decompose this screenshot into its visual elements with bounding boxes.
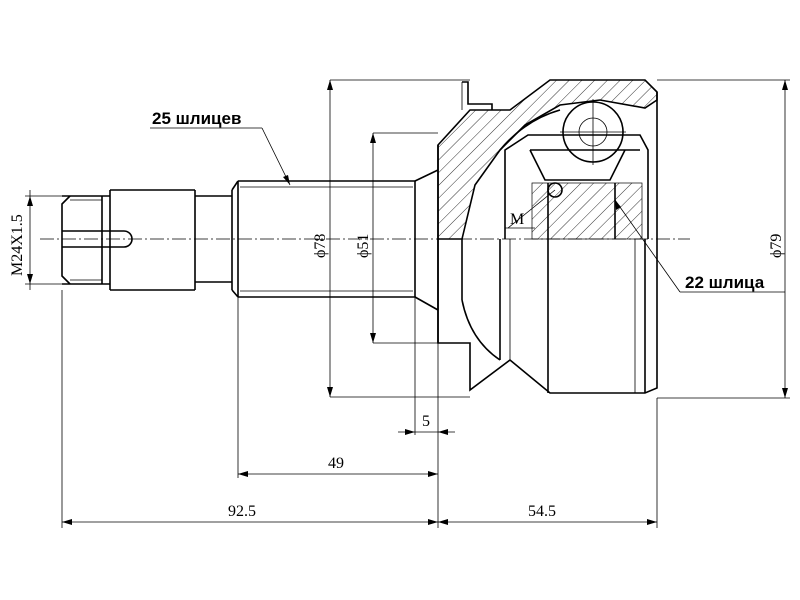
shaft-stub: [61, 169, 439, 311]
dim-dia-79: ϕ79: [768, 234, 785, 258]
label-25-splines: 25 шлицев: [152, 109, 241, 128]
label-m: M: [510, 211, 524, 228]
leader-25: [261, 127, 291, 186]
arrowheads: [27, 80, 788, 525]
dim-dia-78: ϕ78: [312, 234, 329, 258]
outer-housing: [437, 79, 658, 394]
housing-section-hatch: [437, 79, 658, 240]
dim-dia-51: ϕ51: [355, 234, 372, 258]
inner-mechanism: [499, 99, 649, 240]
small-ball: [547, 182, 563, 198]
dim-54-5: 54.5: [528, 503, 556, 520]
dim-5: 5: [422, 413, 430, 430]
dim-thread: M24X1.5: [9, 214, 26, 276]
dimension-lines: [25, 79, 790, 528]
leader-22: [614, 199, 681, 293]
dim-92-5: 92.5: [228, 503, 256, 520]
dim-49: 49: [328, 455, 344, 472]
leader-m: [507, 189, 556, 229]
label-22-splines: 22 шлица: [685, 273, 765, 292]
